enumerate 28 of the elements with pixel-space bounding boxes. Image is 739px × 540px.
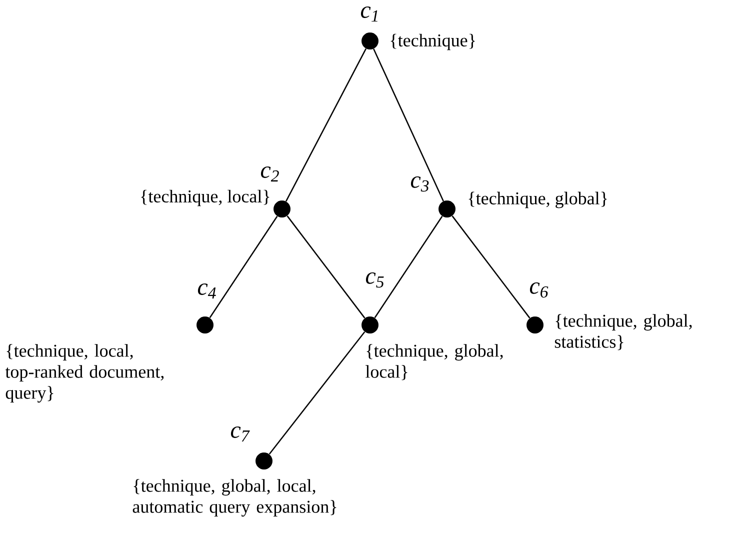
line (285, 48, 367, 202)
dot (438, 200, 456, 218)
line (268, 331, 366, 455)
dot (274, 200, 290, 218)
node-name: c$_{3}$ (410, 176, 429, 192)
node-name: c$_{1}$ (360, 6, 378, 22)
dot (362, 32, 378, 50)
line (286, 216, 366, 318)
dot (362, 316, 378, 334)
node-name: c$_{6}$ (530, 282, 548, 298)
line (452, 216, 530, 318)
set-label: {technique, global, local, automatic query expansion} (132, 479, 336, 517)
dot (526, 316, 544, 334)
node-name: c$_{4}$ (198, 283, 216, 299)
dot (256, 452, 272, 470)
line (209, 216, 278, 318)
set-label: {technique, local} (141, 190, 270, 206)
set-label: {technique} (390, 34, 475, 50)
line (374, 216, 443, 318)
set-label: {technique, global, local} (366, 344, 503, 380)
set-label: {technique, local, top-ranked document, query} (5, 344, 164, 403)
node-name: c$_{5}$ (366, 272, 384, 288)
node-name: c$_{2}$ (260, 166, 279, 182)
set-label: {technique, global, statistics} (554, 314, 692, 350)
set-label: {technique, global} (468, 192, 607, 208)
dot (196, 316, 214, 334)
node-name: c$_{7}$ (230, 426, 250, 442)
line (373, 48, 444, 202)
